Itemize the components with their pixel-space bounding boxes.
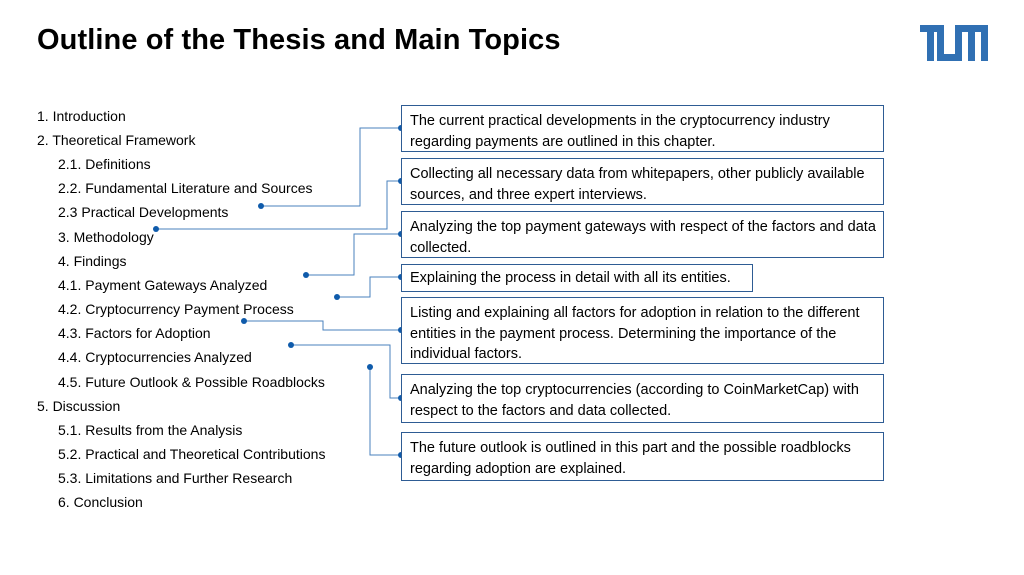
- description-factors-adoption: Listing and explaining all factors for a…: [401, 297, 884, 364]
- outline-item-fundamental-literature: 2.2. Fundamental Literature and Sources: [58, 180, 313, 196]
- outline-item-theoretical-framework: 2. Theoretical Framework: [37, 132, 196, 148]
- outline-item-cryptocurrencies: 4.4. Cryptocurrencies Analyzed: [58, 349, 252, 365]
- connector-dot: [241, 318, 247, 324]
- connector-methodology: [156, 180, 401, 230]
- tum-logo-icon: [920, 25, 988, 61]
- connector-future-outlook: [369, 367, 401, 456]
- outline-item-future-outlook: 4.5. Future Outlook & Possible Roadblock…: [58, 374, 325, 390]
- connector-dot: [258, 203, 264, 209]
- outline-item-factors-adoption: 4.3. Factors for Adoption: [58, 325, 211, 341]
- description-future-outlook: The future outlook is outlined in this p…: [401, 432, 884, 481]
- description-methodology: Collecting all necessary data from white…: [401, 158, 884, 205]
- outline-item-payment-gateways: 4.1. Payment Gateways Analyzed: [58, 277, 268, 293]
- connector-dot: [153, 226, 159, 232]
- description-payment-process: Explaining the process in detail with al…: [401, 264, 753, 292]
- description-cryptocurrencies: Analyzing the top cryptocurrencies (acco…: [401, 374, 884, 423]
- connector-dot: [334, 294, 340, 300]
- connector-dot: [288, 342, 294, 348]
- outline-item-practical-developments: 2.3 Practical Developments: [58, 204, 229, 220]
- page-title: Outline of the Thesis and Main Topics: [37, 24, 561, 56]
- outline-item-discussion: 5. Discussion: [37, 398, 121, 414]
- description-practical-developments: The current practical developments in th…: [401, 105, 884, 152]
- connector-payment-process: [337, 276, 401, 298]
- outline-item-payment-process: 4.2. Cryptocurrency Payment Process: [58, 301, 294, 317]
- outline-item-limitations: 5.3. Limitations and Further Research: [58, 470, 293, 486]
- connector-factors-adoption: [244, 320, 401, 331]
- outline-item-conclusion: 6. Conclusion: [58, 494, 143, 510]
- description-payment-gateways: Analyzing the top payment gateways with …: [401, 211, 884, 258]
- connector-dot: [303, 272, 309, 278]
- connector-cryptocurrencies: [291, 344, 401, 399]
- connector-dot: [367, 364, 373, 370]
- outline-item-findings: 4. Findings: [58, 253, 127, 269]
- connector-payment-gateways: [306, 233, 401, 276]
- connector-practical-developments: [261, 127, 401, 207]
- outline-item-results: 5.1. Results from the Analysis: [58, 422, 243, 438]
- outline-item-contributions: 5.2. Practical and Theoretical Contribut…: [58, 446, 326, 462]
- outline-item-introduction: 1. Introduction: [37, 108, 126, 124]
- outline-item-methodology: 3. Methodology: [58, 229, 154, 245]
- outline-item-definitions: 2.1. Definitions: [58, 156, 151, 172]
